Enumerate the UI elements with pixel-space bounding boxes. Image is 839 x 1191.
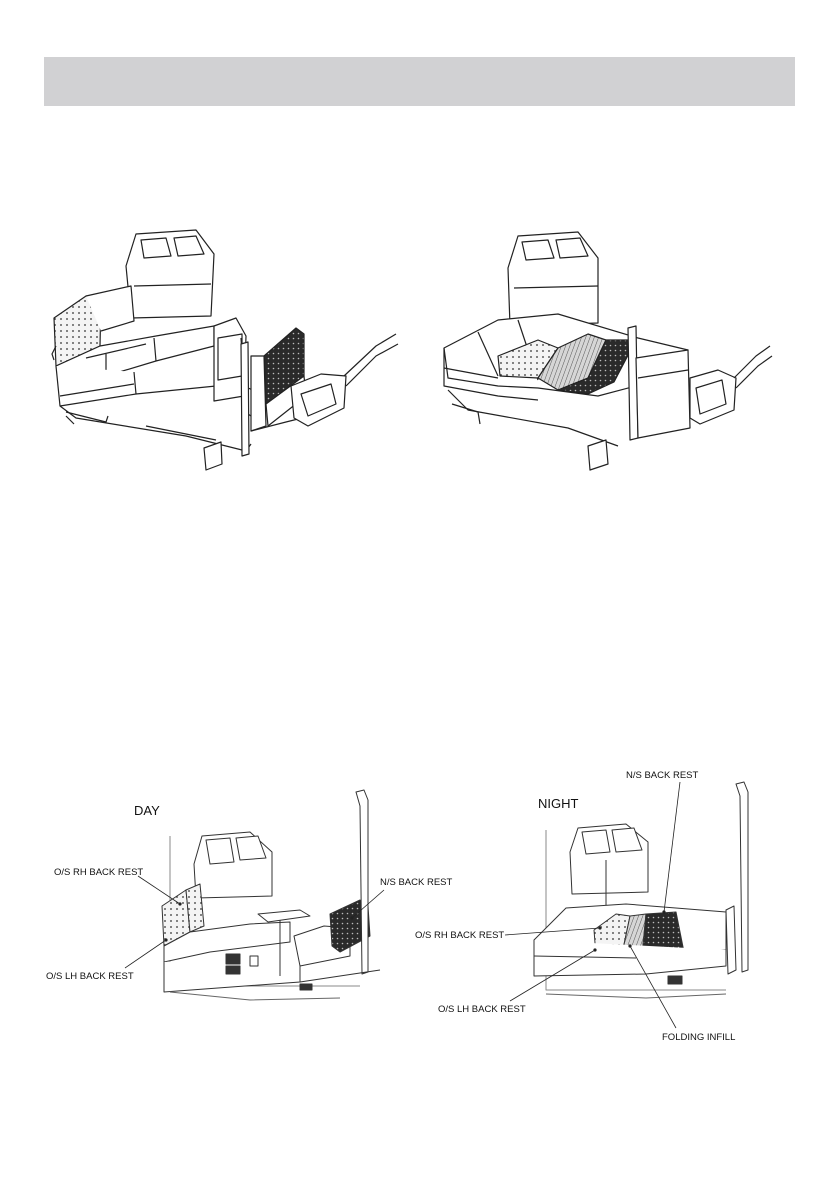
night-os-rh-back-rest-label: O/S RH BACK REST — [415, 930, 504, 941]
day-ns-back-rest-label: N/S BACK REST — [380, 877, 452, 888]
section-header-bar — [44, 57, 795, 106]
night-os-lh-back-rest-label: O/S LH BACK REST — [438, 1004, 526, 1015]
day-os-rh-back-rest-label: O/S RH BACK REST — [54, 867, 143, 878]
night-diagram-illustration — [526, 780, 758, 1002]
seating-layout-night-illustration — [438, 228, 776, 484]
seating-layout-day-illustration — [46, 226, 402, 486]
night-ns-back-rest-label: N/S BACK REST — [626, 770, 698, 781]
day-diagram-illustration — [150, 786, 390, 1012]
day-os-lh-back-rest-label: O/S LH BACK REST — [46, 971, 134, 982]
night-folding-infill-label: FOLDING INFILL — [662, 1032, 735, 1043]
